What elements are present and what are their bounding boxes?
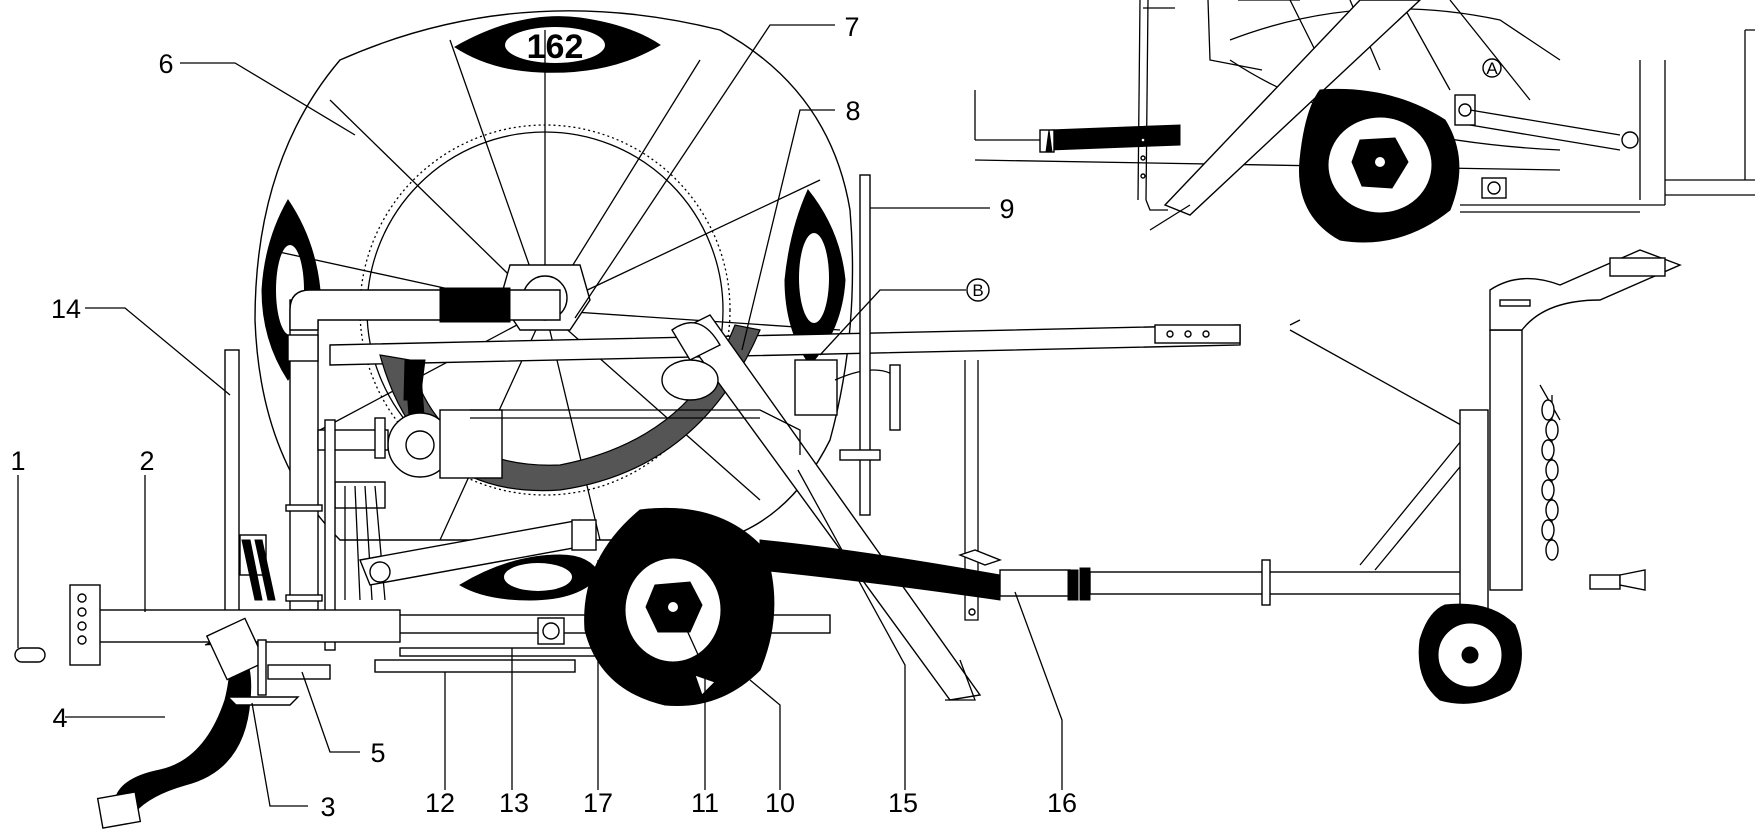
rear-stand xyxy=(859,174,871,516)
callout-15: 15 xyxy=(888,788,918,818)
ground-plate xyxy=(374,659,576,673)
callout-labels: 1 2 3 4 5 6 7 8 9 10 11 12 13 14 15 16 1… xyxy=(10,12,1077,822)
reference-mark-b: B xyxy=(972,281,983,300)
reel-logo-bottom xyxy=(459,554,601,601)
reference-mark-a: A xyxy=(1486,59,1498,78)
main-machine: 16 2 xyxy=(14,10,1682,829)
pe-hose-outlet xyxy=(759,539,1001,601)
callout-1: 1 xyxy=(10,446,25,476)
callout-2: 2 xyxy=(139,446,154,476)
leader-lines xyxy=(17,24,1063,807)
safety-chain xyxy=(1541,399,1559,561)
callout-5: 5 xyxy=(370,738,385,768)
reel-logo-right xyxy=(784,189,846,366)
callout-11: 11 xyxy=(691,788,719,818)
callout-12: 12 xyxy=(425,788,455,818)
callout-13: 13 xyxy=(499,788,529,818)
inlet-plate xyxy=(267,664,331,680)
callout-4: 4 xyxy=(52,703,67,733)
reference-mark-b-group: B xyxy=(819,278,990,356)
callout-14: 14 xyxy=(51,294,81,324)
callout-16: 16 xyxy=(1047,788,1077,818)
callout-3: 3 xyxy=(320,792,335,822)
valve-block xyxy=(334,481,386,509)
callout-10: 10 xyxy=(765,788,795,818)
main-wheel xyxy=(584,507,775,707)
callout-6: 6 xyxy=(158,49,173,79)
top-frame-beam xyxy=(329,324,1241,366)
callout-9: 9 xyxy=(999,194,1014,224)
support-foot xyxy=(226,696,300,706)
hitch-handle xyxy=(14,647,46,663)
callout-17: 17 xyxy=(583,788,613,818)
reel-logo-top: 162 xyxy=(454,16,661,73)
hose-guide-pipe xyxy=(1089,571,1471,595)
callout-7: 7 xyxy=(844,12,859,42)
stand-pole xyxy=(224,349,240,651)
reel-logo-text: 162 xyxy=(527,28,584,66)
front-wheel xyxy=(1418,603,1522,704)
transport-position-inset: A xyxy=(974,0,1755,243)
inlet-hose xyxy=(96,617,267,829)
callout-8: 8 xyxy=(845,96,860,126)
